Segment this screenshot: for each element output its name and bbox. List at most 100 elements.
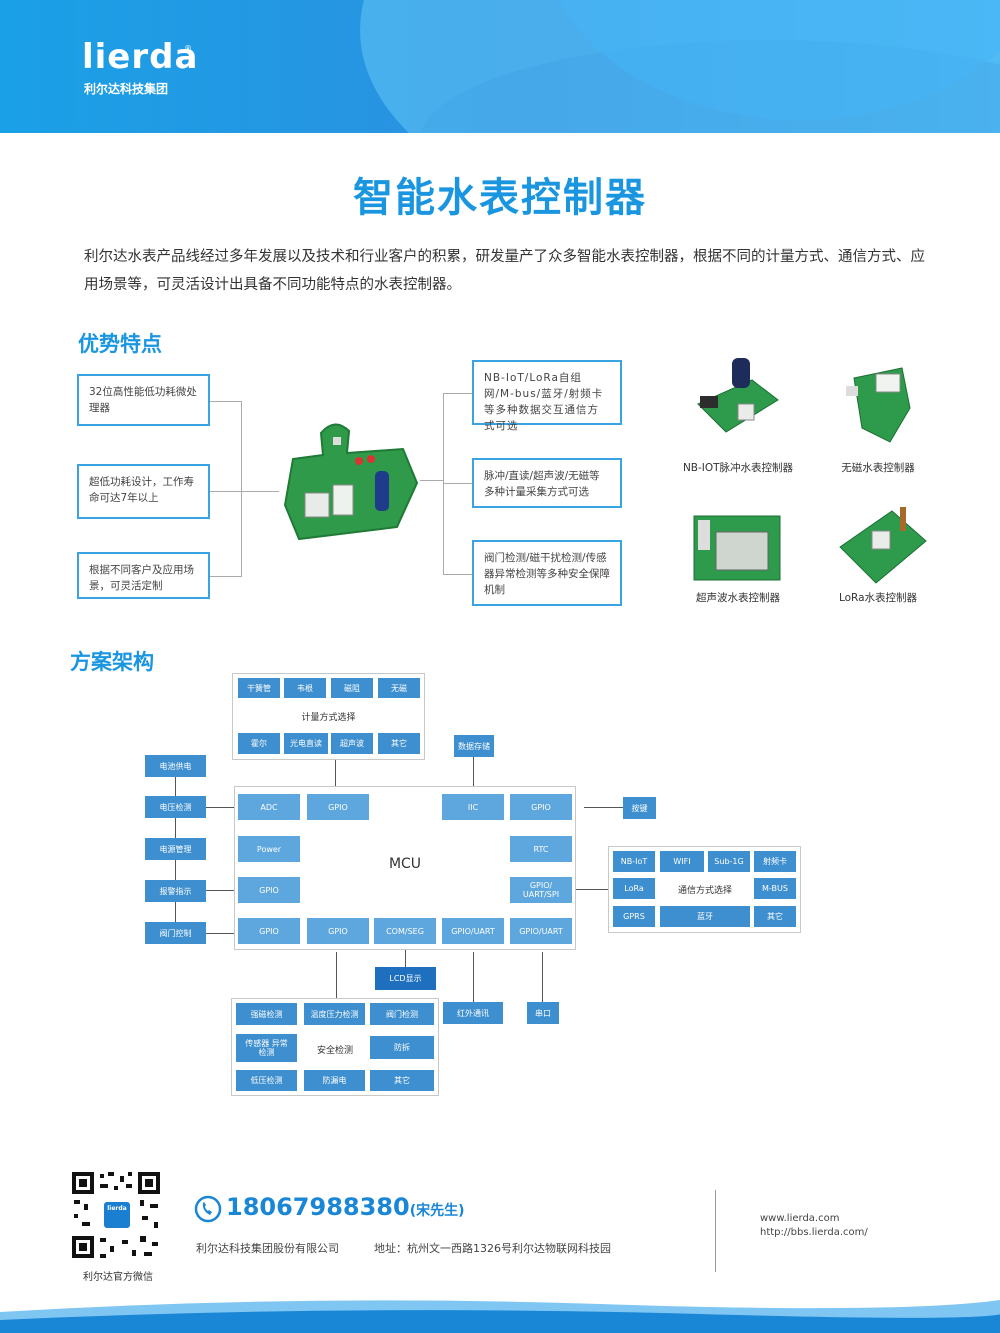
arrow-button (584, 807, 623, 808)
safety-strong-magnet: 强磁检测 (236, 1003, 297, 1025)
serial-port-box: 串口 (527, 1002, 559, 1024)
product-label-nonmagnetic: 无磁水表控制器 (841, 462, 915, 474)
arrow-adc (206, 807, 238, 808)
advantages-heading: 优势特点 (78, 332, 162, 356)
feature-box-metering: 脉冲/直读/超声波/无磁等多种计量采集方式可选 (472, 458, 622, 508)
comm-rfcard: 射频卡 (754, 851, 796, 872)
mcu-adc: ADC (238, 794, 300, 820)
connector-line (420, 480, 444, 481)
connector-line (443, 393, 472, 394)
feature-box-comm: NB-IoT/LoRa自组网/M-bus/蓝牙/射频卡等多种数据交互通信方式可选 (472, 360, 622, 432)
comm-other: 其它 (754, 906, 796, 927)
arrow-chain (175, 818, 176, 838)
metering-optical: 光电直读 (284, 733, 328, 754)
metering-wiegand: 韦根 (284, 678, 326, 698)
forum-link[interactable]: http://bbs.lierda.com/ (760, 1227, 868, 1238)
qr-logo: lierda (107, 1205, 127, 1212)
metering-ultrasonic: 超声波 (331, 733, 373, 754)
safety-valve: 阀门检测 (370, 1003, 434, 1025)
metering-other: 其它 (378, 733, 420, 754)
connector-line (443, 574, 472, 575)
contact-name: (宋先生) (409, 1203, 465, 1219)
product-image-nbiot (697, 358, 779, 433)
mcu-label: MCU (388, 856, 422, 872)
phone-number[interactable]: 18067988380(宋先生) (226, 1193, 465, 1221)
mcu-gpio-uart-1: GPIO/UART (442, 918, 504, 944)
feature-box-custom: 根据不同客户及应用场景，可灵活定制 (77, 552, 210, 599)
intro-paragraph: 利尔达水表产品线经过多年发展以及技术和行业客户的积累，研发量产了众多智能水表控制… (84, 249, 925, 293)
comm-gprs: GPRS (613, 906, 655, 927)
safety-leakage: 防漏电 (304, 1070, 365, 1091)
comm-wifi: WIFI (660, 851, 704, 872)
website-link[interactable]: www.lierda.com (760, 1213, 840, 1224)
metering-magnetoresistive: 磁阻 (331, 678, 373, 698)
arrow-gpio-alarm (206, 890, 238, 891)
arrow-gpio-valve (206, 933, 238, 934)
connector-line (210, 401, 241, 402)
logo-subtitle: 利尔达科技集团 (84, 82, 169, 96)
safety-other: 其它 (370, 1070, 434, 1091)
connector-line (241, 491, 279, 492)
alarm-indicator-box: 报警指示 (145, 880, 206, 902)
infrared-box: 红外通讯 (443, 1002, 503, 1024)
arrow-lcd (405, 950, 406, 967)
mcu-gpio-top: GPIO (307, 794, 369, 820)
comm-sub1g: Sub-1G (708, 851, 750, 872)
arrow-serial (542, 952, 543, 1002)
comm-label: 通信方式选择 (677, 886, 732, 896)
connector-line (443, 483, 472, 484)
mcu-gpio-left: GPIO (238, 877, 300, 903)
mcu-power: Power (238, 836, 300, 862)
safety-label: 安全检测 (316, 1046, 353, 1056)
arrow-chain (175, 902, 176, 922)
product-image-lora (839, 507, 927, 584)
footer-divider (715, 1190, 716, 1272)
comm-nbiot: NB-IoT (613, 851, 655, 872)
architecture-heading: 方案架构 (70, 650, 154, 674)
arrow-chain (175, 860, 176, 880)
arrow-infrared (473, 952, 474, 1002)
controller-board-image (283, 423, 419, 541)
phone-icon (194, 1195, 222, 1223)
qr-code[interactable] (70, 1170, 162, 1260)
comm-bluetooth: 蓝牙 (660, 906, 750, 927)
arrow-safety (336, 952, 337, 998)
product-label-nbiot: NB-IOT脉冲水表控制器 (682, 462, 794, 474)
safety-low-voltage: 低压检测 (236, 1070, 297, 1091)
mcu-gpio-uart-2: GPIO/UART (510, 918, 572, 944)
lierda-logo[interactable]: lierda (82, 37, 199, 77)
product-label-lora: LoRa水表控制器 (838, 592, 918, 604)
connector-line (210, 576, 241, 577)
registered-mark: ® (184, 44, 192, 53)
feature-box-safety: 阀门检测/磁干扰检测/传感器异常检测等多种安全保障机制 (472, 540, 622, 606)
company-name: 利尔达科技集团股份有限公司 (196, 1242, 339, 1255)
mcu-rtc: RTC (510, 836, 572, 862)
product-image-ultrasonic (693, 515, 781, 581)
data-storage-box: 数据存储 (454, 735, 494, 757)
arrow-storage-mcu (473, 757, 474, 786)
feature-box-lowpower: 超低功耗设计，工作寿命可达7年以上 (77, 464, 210, 519)
metering-hall: 霍尔 (238, 733, 280, 754)
valve-control-box: 阀门控制 (145, 922, 206, 944)
arrow-chain (175, 777, 176, 796)
arrow-metering-mcu (335, 760, 336, 786)
safety-tamper: 防拆 (370, 1036, 434, 1059)
mcu-gpio-bottom-2: GPIO (307, 918, 369, 944)
header-banner (0, 0, 1000, 133)
mcu-gpio-bottom-1: GPIO (238, 918, 300, 944)
voltage-detect-box: 电压检测 (145, 796, 206, 818)
mcu-gpio-uart-spi: GPIO/ UART/SPI (510, 877, 572, 903)
metering-nonmagnetic: 无磁 (378, 678, 420, 698)
arrow-comm (576, 889, 608, 890)
company-address: 地址：杭州文一西路1326号利尔达物联网科技园 (374, 1242, 611, 1255)
lcd-display-box: LCD显示 (375, 967, 436, 990)
product-label-ultrasonic: 超声波水表控制器 (696, 592, 780, 604)
button-key-box: 按键 (623, 797, 656, 819)
comm-mbus: M-BUS (754, 878, 796, 899)
product-image-nonmagnetic (846, 367, 911, 443)
phone-digits[interactable]: 18067988380 (226, 1193, 410, 1221)
connector-line (241, 401, 242, 577)
metering-label: 计量方式选择 (301, 713, 356, 723)
safety-temp-pressure: 温度压力检测 (304, 1003, 365, 1025)
feature-box-mcu: 32位高性能低功耗微处理器 (77, 374, 210, 426)
